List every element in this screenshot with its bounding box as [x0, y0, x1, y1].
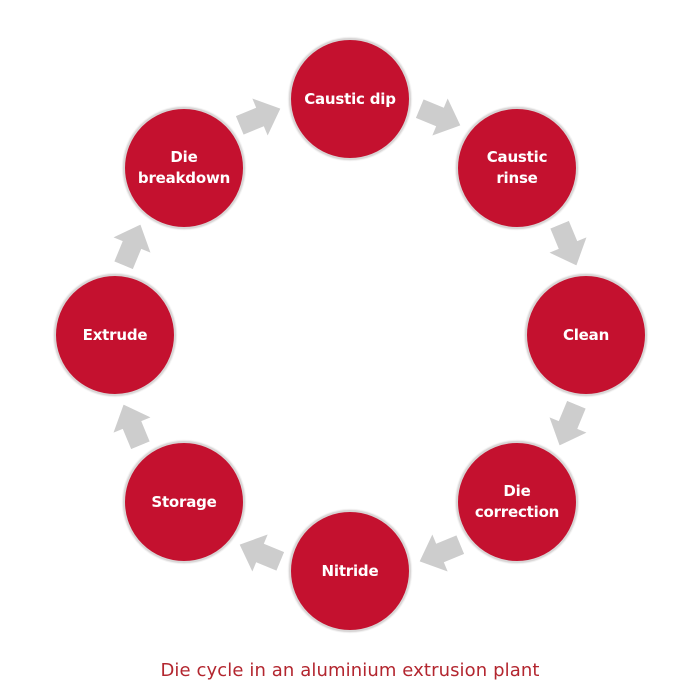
node-storage: Storage	[123, 441, 245, 563]
arrow-left-icon	[239, 534, 285, 572]
arrow-down-icon	[549, 400, 587, 446]
node-extrude: Extrude	[54, 274, 176, 396]
node-label: Die correction	[474, 482, 560, 521]
arrow-caustic-rinse-to-clean	[541, 217, 595, 273]
arrow-up-icon	[113, 404, 151, 450]
node-die-correction: Die correction	[456, 441, 578, 563]
node-die-breakdown: Die breakdown	[123, 107, 245, 229]
arrow-up-icon	[113, 224, 151, 270]
arrow-caustic-dip-to-caustic-rinse	[412, 90, 468, 144]
node-nitride: Nitride	[289, 510, 411, 632]
arrow-clean-to-die-correction	[541, 397, 595, 453]
node-label: Nitride	[321, 561, 379, 580]
node-caustic-rinse: Caustic rinse	[456, 107, 578, 229]
figure-caption: Die cycle in an aluminium extrusion plan…	[160, 660, 540, 681]
arrow-die-correction-to-nitride	[412, 526, 468, 580]
arrow-right-icon	[415, 98, 461, 136]
arrow-down-icon	[549, 220, 587, 266]
node-caustic-dip: Caustic dip	[289, 38, 411, 160]
node-label: Extrude	[82, 325, 148, 344]
arrow-storage-to-extrude	[105, 397, 159, 453]
node-clean: Clean	[525, 274, 647, 396]
arrow-left-icon	[419, 534, 465, 572]
node-label: Storage	[151, 492, 217, 511]
arrow-right-icon	[235, 98, 281, 136]
arrow-nitride-to-storage	[232, 526, 288, 580]
node-label: Clean	[562, 325, 610, 344]
arrow-extrude-to-die-breakdown	[105, 217, 159, 273]
node-label: Die breakdown	[137, 148, 231, 187]
node-label: Caustic dip	[304, 89, 396, 108]
arrow-die-breakdown-to-caustic-dip	[232, 90, 288, 144]
node-label: Caustic rinse	[486, 148, 548, 187]
